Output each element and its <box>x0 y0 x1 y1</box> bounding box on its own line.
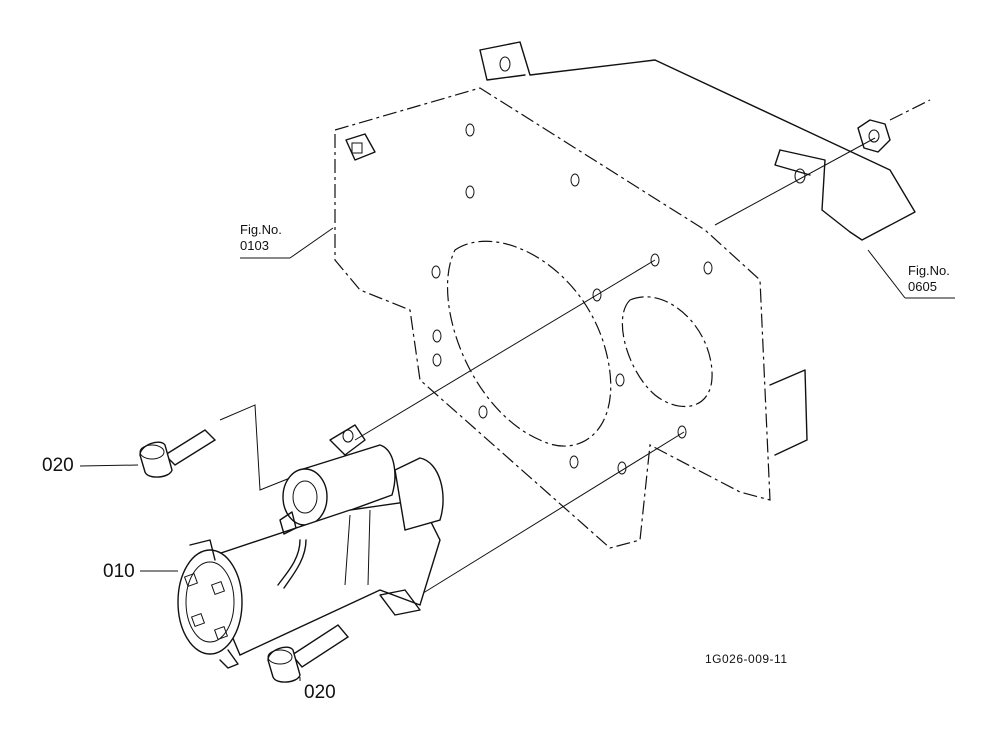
bolt-lower <box>267 624 350 683</box>
mounting-plate-0103 <box>334 87 808 549</box>
fig-ref-0103-label: Fig.No. <box>240 222 282 237</box>
assembly-lines <box>219 137 876 596</box>
drawing-code: 1G026-009-11 <box>705 652 788 666</box>
fig-ref-0103-number: 0103 <box>240 238 269 253</box>
fig-ref-0605-number: 0605 <box>908 279 937 294</box>
callout-starter: 010 <box>103 561 135 582</box>
fig-ref-0103[interactable]: Fig.No. 0103 <box>240 222 282 254</box>
leader-lines <box>79 227 955 681</box>
bracket-0605 <box>479 41 916 241</box>
fig-ref-0605-label: Fig.No. <box>908 263 950 278</box>
callout-bolt-lower: 020 <box>304 682 336 703</box>
starter-motor <box>177 424 444 669</box>
flange-nut <box>857 99 931 153</box>
fig-ref-0605[interactable]: Fig.No. 0605 <box>908 263 950 295</box>
bolt-upper <box>139 429 217 478</box>
callout-bolt-upper: 020 <box>42 455 74 476</box>
